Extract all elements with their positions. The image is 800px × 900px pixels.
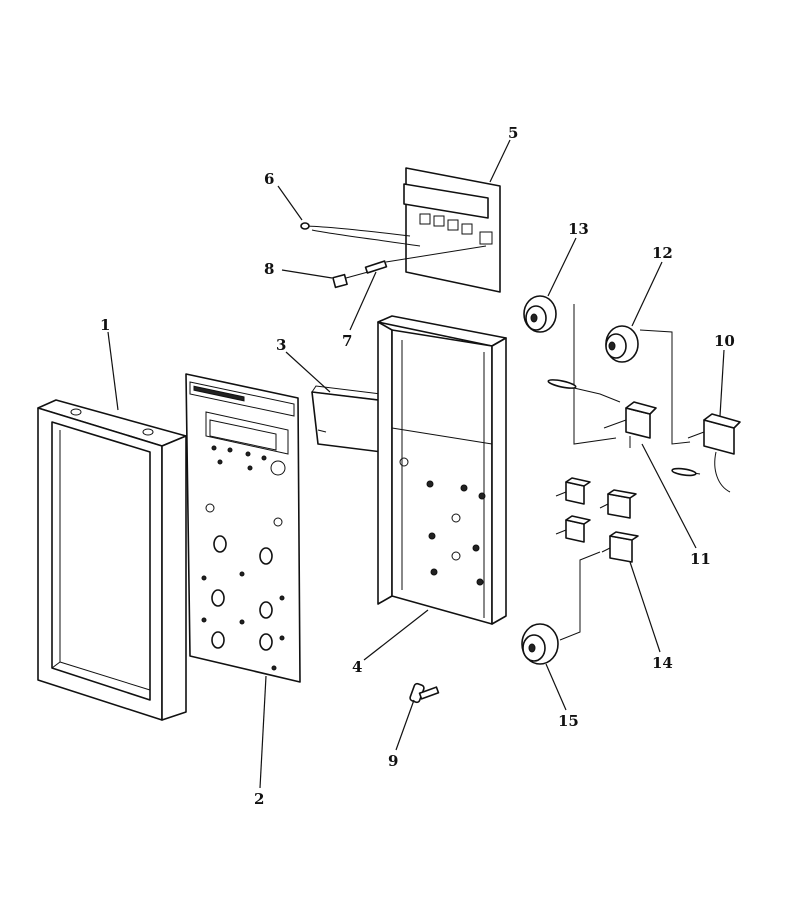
callout-12: 12: [652, 244, 673, 262]
part-9-plug: [409, 682, 440, 704]
callout-1: 1: [100, 316, 110, 334]
part-7-spacer: [364, 245, 487, 274]
callout-11: 11: [690, 550, 711, 568]
leader-lines: [107, 139, 725, 789]
callout-7: 7: [342, 332, 352, 350]
part-4-inner-chassis: [377, 315, 507, 625]
callout-5: 5: [508, 124, 518, 142]
part-12-knob: [605, 325, 639, 363]
part-13-knob: [523, 295, 557, 333]
wire-connectors: [547, 304, 701, 477]
part-14-switch-blocks: [555, 477, 639, 641]
callout-4: 4: [352, 658, 362, 676]
part-6-cable: [300, 222, 421, 247]
callout-2: 2: [254, 790, 264, 808]
callout-10: 10: [714, 332, 735, 350]
callout-15: 15: [558, 712, 579, 730]
callout-labels: 1 2 3 4 5 6 7 8 9 10 11 12 13 14 15: [100, 124, 735, 808]
callout-9: 9: [388, 752, 398, 770]
part-15-knob: [521, 623, 559, 665]
callout-3: 3: [276, 336, 286, 354]
part-2-control-panel: [185, 373, 301, 683]
callout-14: 14: [652, 654, 673, 672]
part-1-outer-frame: [37, 399, 187, 721]
callout-8: 8: [264, 260, 274, 278]
part-10-relay: [687, 413, 741, 493]
part-5-display-board: [403, 167, 501, 293]
part-11-switch: [603, 401, 657, 448]
callout-6: 6: [264, 170, 274, 188]
callout-13: 13: [568, 220, 589, 238]
part-8-screw: [332, 271, 369, 289]
